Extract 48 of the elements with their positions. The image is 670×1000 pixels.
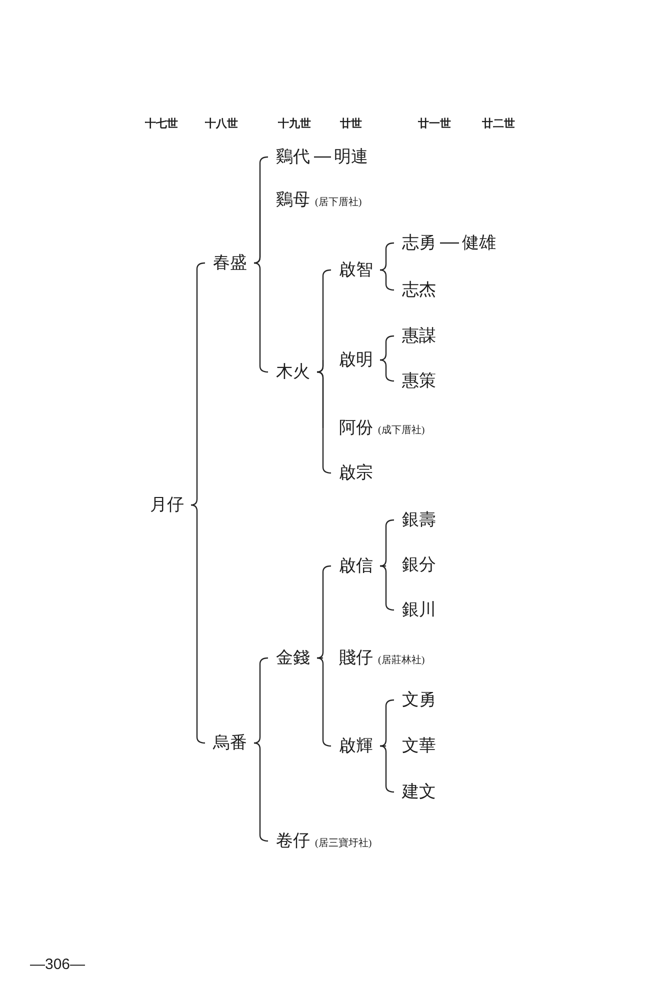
bracket-line (380, 359, 394, 382)
person-name: 志勇 (402, 233, 436, 253)
bracket-line (254, 200, 261, 264)
person-name: 啟明 (339, 350, 373, 370)
generation-heading: 十八世 (205, 117, 238, 131)
person-name: 建文 (402, 782, 436, 802)
residence-note: (成下厝社) (378, 425, 425, 437)
person-name: 惠策 (402, 371, 436, 391)
generation-heading: 廿世 (340, 117, 362, 131)
person-name: 鷄代 (276, 147, 310, 167)
person-name: 惠謀 (402, 326, 436, 346)
person-name: 志杰 (402, 280, 436, 300)
person-name: 銀分 (402, 555, 436, 575)
generation-heading: 廿二世 (482, 117, 515, 131)
bracket-line (380, 745, 386, 747)
person-name: 春盛 (213, 253, 247, 273)
person-name: 阿份 (339, 418, 373, 438)
person-name: 月仔 (150, 495, 184, 515)
person-name: 銀壽 (402, 510, 436, 530)
bracket-line (380, 335, 394, 361)
residence-note: (居下厝社) (315, 197, 362, 209)
person-name: 啟輝 (339, 736, 373, 756)
person-name: 烏番 (213, 733, 247, 753)
person-name: 金錢 (276, 648, 310, 668)
person-name: 木火 (276, 362, 310, 382)
page-number: —306— (30, 956, 86, 974)
person-name: 鷄母 (276, 190, 310, 210)
person-name: 卷仔 (276, 831, 310, 851)
bracket-line (317, 657, 323, 659)
person-name: 賤仔 (339, 648, 373, 668)
bracket-line (380, 269, 394, 291)
person-name: 文勇 (402, 690, 436, 710)
person-name: 啟信 (339, 556, 373, 576)
generation-heading: 十九世 (278, 117, 311, 131)
person-name: 文華 (402, 736, 436, 756)
residence-note: (居三寶圩社) (315, 838, 372, 850)
bracket-line (316, 360, 324, 373)
person-name: 明連 (334, 147, 368, 167)
person-name: 啟智 (339, 260, 373, 280)
person-name: 健雄 (462, 233, 496, 253)
residence-note: (居莊林社) (378, 655, 425, 667)
person-name: 銀川 (402, 600, 436, 620)
generation-heading: 十七世 (145, 117, 178, 131)
bracket-line (380, 565, 386, 567)
connecting-line (440, 242, 459, 244)
person-name: 啟宗 (339, 463, 373, 483)
generation-heading: 廿一世 (418, 117, 451, 131)
connecting-line (314, 156, 331, 158)
